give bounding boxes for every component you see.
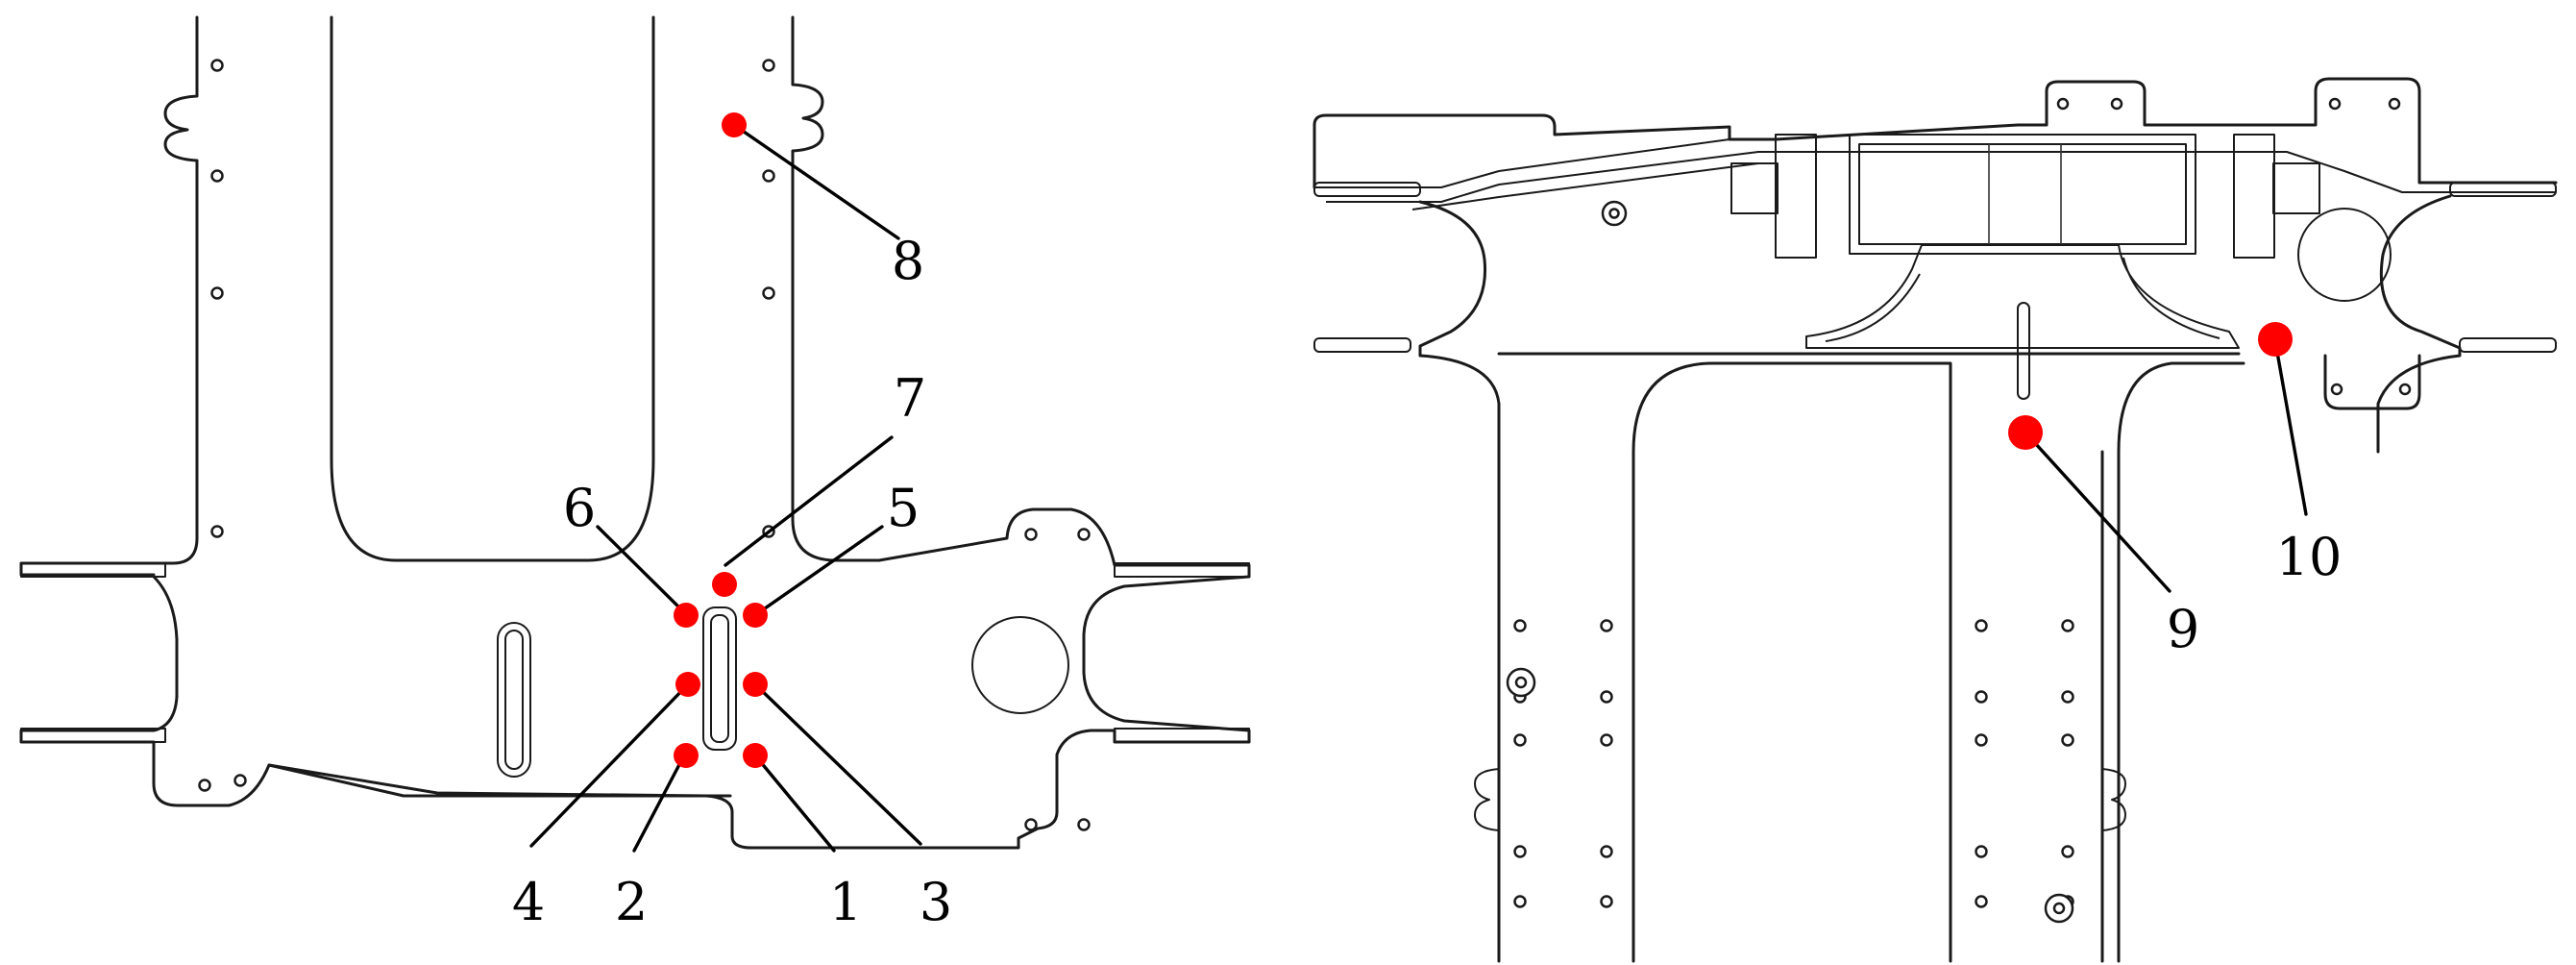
upper-flange-line xyxy=(1314,138,1730,188)
bracket-tab-right xyxy=(2272,162,2320,214)
right-side-contour xyxy=(2376,194,2462,454)
label-9: 9 xyxy=(2167,599,2199,659)
left-rail-holes xyxy=(198,59,1091,831)
left-slot-inner xyxy=(504,630,524,770)
marker-point-9 xyxy=(2008,415,2043,450)
marker-point-7 xyxy=(712,572,737,597)
marker-point-3 xyxy=(743,672,768,697)
right-view-bolt-holes xyxy=(1506,97,2412,924)
upper-flange-line-2 xyxy=(1326,151,2556,203)
right-view-inner-contour xyxy=(1631,361,1952,963)
label-10: 10 xyxy=(2276,527,2343,587)
label-2: 2 xyxy=(615,872,648,932)
left-side-contour xyxy=(1418,200,1501,963)
right-rod-top xyxy=(2449,182,2557,197)
marker-point-8 xyxy=(722,112,747,137)
measurement-point-markers xyxy=(674,112,2293,768)
center-gusset xyxy=(1805,244,2240,349)
inner-rail-contour xyxy=(330,15,655,562)
right-rail xyxy=(791,15,881,562)
right-frame-view xyxy=(1313,77,2558,963)
left-rod-bottom xyxy=(1313,337,1411,353)
point-labels: 8 7 6 5 4 2 1 3 9 10 xyxy=(512,231,2343,932)
left-end-fitting-top xyxy=(20,562,166,578)
left-rail xyxy=(19,15,199,577)
center-gusset-inner xyxy=(1825,257,2220,342)
right-end-fitting-bottom xyxy=(1114,728,1250,743)
marker-point-4 xyxy=(675,672,700,697)
leader-lines xyxy=(529,123,2308,853)
center-beam-inner xyxy=(1858,143,2187,245)
center-slot xyxy=(702,606,737,751)
upper-flange-line-3 xyxy=(1411,162,1759,210)
label-7: 7 xyxy=(894,368,926,429)
left-slot xyxy=(497,622,531,778)
label-8: 8 xyxy=(892,231,924,291)
right-rod-bottom xyxy=(2459,337,2557,353)
label-4: 4 xyxy=(512,872,545,932)
bracket-tab-left xyxy=(1730,162,1779,214)
right-view-holes xyxy=(1513,619,2074,908)
bracket-block-left xyxy=(1775,134,1817,259)
center-beam xyxy=(1849,134,2196,255)
marker-point-1 xyxy=(743,743,768,768)
left-end-fitting-bottom xyxy=(20,728,166,743)
center-slot-inner xyxy=(710,614,729,743)
label-3: 3 xyxy=(920,872,952,932)
top-crossmember-outline xyxy=(1313,77,2558,189)
marker-point-2 xyxy=(674,743,699,768)
right-lower-bracket xyxy=(2323,354,2421,410)
label-6: 6 xyxy=(563,478,596,538)
marker-point-10 xyxy=(2258,322,2293,357)
left-rod-top xyxy=(1313,182,1421,197)
marker-point-6 xyxy=(674,603,699,628)
large-round-opening xyxy=(971,616,1069,714)
label-1: 1 xyxy=(829,872,862,932)
crossmember-bottom-edge xyxy=(267,763,732,798)
marker-point-5 xyxy=(743,603,768,628)
right-view-center-slot xyxy=(2017,302,2030,400)
bracket-block-right xyxy=(2233,134,2275,259)
right-notch xyxy=(2101,768,2126,831)
label-5: 5 xyxy=(887,478,920,538)
right-end-fitting-top xyxy=(1114,562,1250,578)
left-frame-view xyxy=(19,15,1251,850)
right-round-opening xyxy=(2297,208,2392,302)
right-view-inner-contour-2 xyxy=(2117,361,2245,963)
left-notch xyxy=(1474,768,1500,831)
